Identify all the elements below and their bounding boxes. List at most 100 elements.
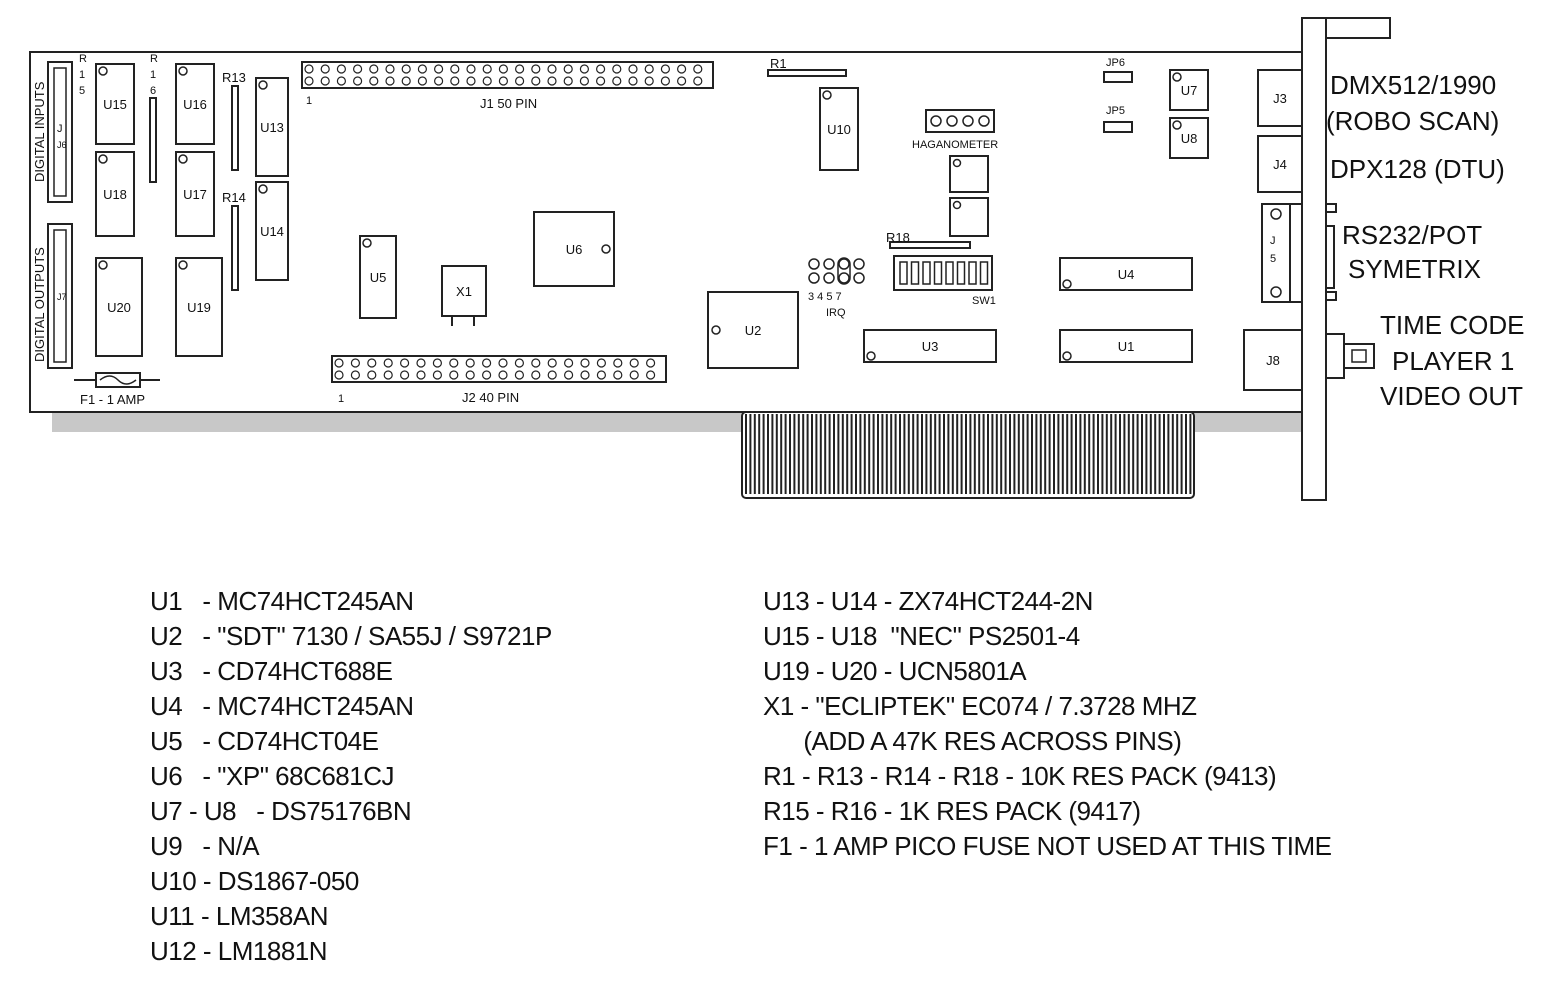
irq-jumpers — [808, 257, 865, 285]
header-pin — [531, 76, 541, 86]
header-pin — [334, 370, 344, 380]
header-pin — [350, 358, 360, 368]
chip-label: U2 — [745, 323, 762, 338]
j6-label: J6 — [57, 140, 67, 150]
resistor-pack-r1 — [767, 69, 847, 77]
chip-label: U19 — [187, 300, 211, 315]
pin1-marker — [178, 260, 188, 270]
header-pin — [563, 370, 574, 380]
chip-label: J4 — [1273, 157, 1287, 172]
irq-pin — [808, 272, 820, 284]
connector-label-dpx: DPX128 (DTU) — [1330, 154, 1505, 184]
connector-label-video-out: VIDEO OUT — [1380, 381, 1523, 411]
legend-line: U10 - DS1867-050 — [150, 866, 359, 896]
j2-pin1-label: 1 — [338, 393, 344, 405]
header-pin — [383, 370, 393, 380]
header-pin — [369, 76, 379, 86]
parts-legend-left: U1 - MC74HCT245AN U2 - "SDT" 7130 / SA55… — [150, 584, 710, 969]
header-pin — [531, 358, 541, 368]
digital-outputs-label: DIGITAL OUTPUTS — [32, 247, 47, 362]
header-pin — [432, 358, 442, 368]
header-pin — [514, 64, 525, 74]
header-pin — [498, 76, 508, 86]
digital-inputs-label: DIGITAL INPUTS — [32, 81, 47, 182]
header-pin — [320, 76, 330, 86]
pin1-marker — [1172, 120, 1182, 130]
header-pin — [595, 64, 606, 74]
pin1-marker — [362, 238, 372, 248]
header-pin — [580, 358, 590, 368]
header-pin — [449, 358, 459, 368]
header-pin — [645, 370, 656, 380]
resistor-pack-r13 — [231, 85, 239, 171]
header-pin — [450, 76, 460, 86]
chip-label: J8 — [1266, 353, 1280, 368]
header-pin — [612, 76, 622, 86]
chip-u8: U8 — [1169, 117, 1209, 159]
header-pin — [353, 76, 363, 86]
legend-line: U6 - "XP" 68C681CJ — [150, 761, 395, 791]
chip-label: U13 — [260, 120, 284, 135]
edge-connector — [741, 411, 1195, 499]
connector-j5 — [1261, 203, 1337, 303]
header-pin — [660, 64, 671, 74]
header-pin — [369, 64, 379, 74]
chip-u15: U15 — [95, 63, 135, 145]
header-pin — [514, 76, 525, 86]
chip-j4: J4 — [1257, 135, 1303, 193]
header-pin — [416, 370, 426, 380]
header-pin — [450, 64, 460, 74]
fuse-f1 — [74, 372, 160, 388]
pin1-marker — [258, 184, 268, 194]
chip-label: U20 — [107, 300, 131, 315]
bracket-tab — [1325, 17, 1391, 39]
dip-toggle — [945, 261, 954, 285]
j6-label-j: J — [57, 123, 63, 135]
chip-u17: U17 — [175, 151, 215, 237]
legend-line: (ADD A 47K RES ACROSS PINS) — [763, 726, 1182, 756]
legend-line: U12 - LM1881N — [150, 936, 328, 966]
j2-label: J2 40 PIN — [462, 390, 519, 405]
parts-legend-right: U13 - U14 - ZX74HCT244-2N U15 - U18 "NEC… — [763, 584, 1463, 864]
header-pin — [416, 358, 426, 368]
chip-label: U7 — [1181, 83, 1198, 98]
header-pin — [579, 64, 590, 74]
dip-toggle — [922, 261, 931, 285]
legend-line: U3 - CD74HCT688E — [150, 656, 393, 686]
header-pin — [304, 76, 314, 86]
header-pin — [531, 64, 541, 74]
chip-j8: J8 — [1243, 329, 1303, 391]
header-pin — [385, 64, 395, 74]
header-pin — [466, 64, 476, 74]
r15-label-1: 1 — [79, 69, 85, 81]
header-pin — [644, 76, 654, 86]
header-pin — [660, 76, 671, 86]
pin1-marker — [711, 325, 721, 335]
haganometer — [925, 109, 995, 133]
fuse-label: F1 - 1 AMP — [80, 392, 145, 407]
chip-label: U8 — [1181, 131, 1198, 146]
header-pin — [676, 64, 687, 74]
legend-line: U15 - U18 "NEC" PS2501-4 — [763, 621, 1080, 651]
dip-toggle — [910, 261, 920, 285]
r15-label-r: R — [79, 53, 87, 65]
irq-pin — [823, 272, 835, 284]
chip-u3: U3 — [863, 329, 997, 363]
header-pin — [645, 358, 656, 368]
chip-label: U6 — [566, 242, 583, 257]
r15-label-5: 5 — [79, 85, 85, 97]
header-pin — [482, 76, 492, 86]
header-pin — [676, 76, 687, 86]
header-pin — [432, 370, 442, 380]
header-pin — [465, 370, 475, 380]
header-pin — [547, 64, 557, 74]
board-drawing: DIGITAL INPUTS DIGITAL OUTPUTS J J6 J7 R… — [29, 17, 1524, 501]
header-pin — [693, 64, 703, 74]
video-jack — [1325, 333, 1375, 379]
chip-u16: U16 — [175, 63, 215, 145]
irq-pin — [808, 258, 820, 270]
jp6-label: JP6 — [1106, 57, 1125, 69]
chip-u14: U14 — [255, 181, 289, 281]
sw1-label: SW1 — [972, 295, 996, 307]
